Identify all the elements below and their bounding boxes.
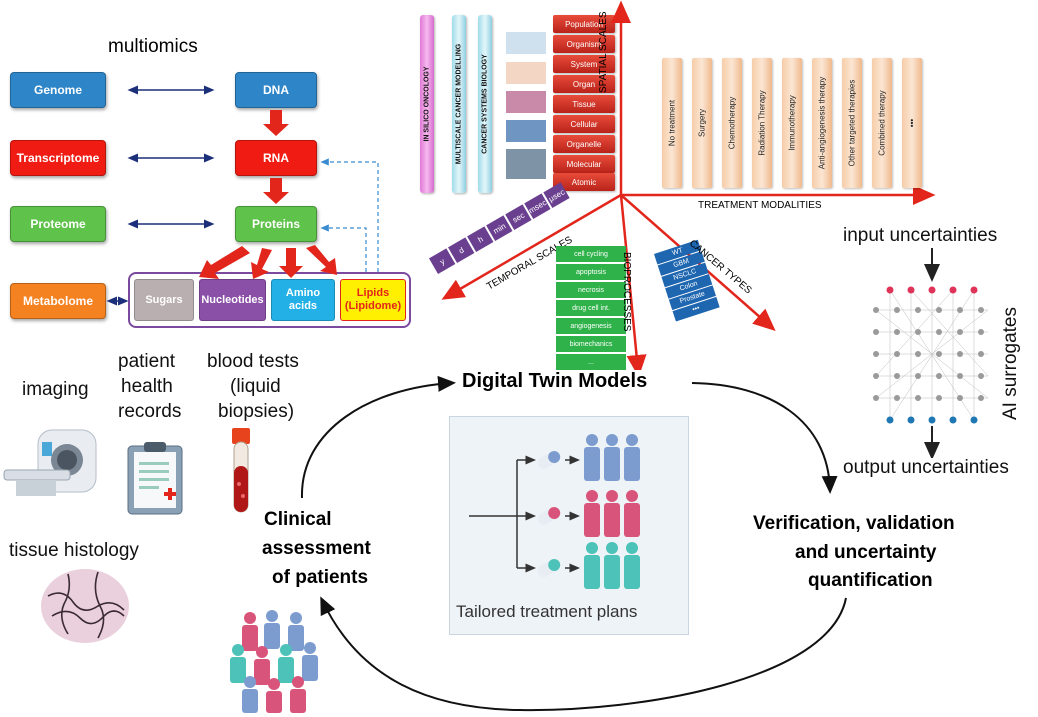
sugars-box: Sugars bbox=[134, 279, 194, 321]
chromosome-thumb bbox=[506, 149, 546, 179]
proteome-box: Proteome bbox=[10, 206, 106, 242]
metabolome-box: Metabolome bbox=[10, 283, 106, 319]
tailored-plans-label: Tailored treatment plans bbox=[456, 602, 638, 621]
bio-6: ... bbox=[556, 354, 626, 370]
cell-thumb bbox=[506, 120, 546, 142]
mri-scanner-icon bbox=[3, 429, 97, 496]
treatment-3: Radiation Therapy bbox=[752, 58, 772, 188]
tissue-thumb bbox=[506, 91, 546, 113]
scale-tissue: Tissue bbox=[553, 95, 615, 113]
patient-line1: patient bbox=[118, 351, 176, 372]
bio-3: drug cell int. bbox=[556, 300, 626, 316]
clinical-line1: Clinical bbox=[264, 509, 332, 530]
output-uncertainties-label: output uncertainties bbox=[843, 457, 1009, 478]
ai-surrogates-label: AI surrogates bbox=[1000, 307, 1021, 420]
histology-icon bbox=[41, 569, 129, 643]
proteins-box: Proteins bbox=[235, 206, 317, 242]
patients-crowd-icon bbox=[230, 610, 318, 713]
blood-line2: (liquid bbox=[230, 376, 281, 397]
bio-0: cell cycling bbox=[556, 246, 626, 262]
scale-atomic: Atomic bbox=[553, 173, 615, 191]
treatment-2: Chemotherapy bbox=[722, 58, 742, 188]
treatment-modalities-label: TREATMENT MODALITIES bbox=[698, 200, 822, 211]
scale-population: Population bbox=[553, 15, 615, 33]
clinical-line3: of patients bbox=[272, 567, 369, 588]
scale-organelle: Organelle bbox=[553, 135, 615, 153]
organ-thumb bbox=[506, 62, 546, 84]
population-thumb bbox=[506, 32, 546, 54]
dna-box: DNA bbox=[235, 72, 317, 108]
blood-line1: blood tests bbox=[207, 351, 299, 372]
blood-line3: biopsies) bbox=[218, 401, 295, 422]
treatment-6: Other targeted therapies bbox=[842, 58, 862, 188]
metabolites-container bbox=[128, 272, 411, 328]
input-uncertainties-label: input uncertainties bbox=[843, 225, 998, 246]
digital-twin-title: Digital Twin Models bbox=[462, 370, 648, 392]
scale-system: System bbox=[553, 55, 615, 73]
treatment-5: Anti-angiogenesis therapy bbox=[812, 58, 832, 188]
scale-molecular: Molecular bbox=[553, 155, 615, 173]
amino-acids-box: Amino acids bbox=[271, 279, 335, 321]
treatment-1: Surgery bbox=[692, 58, 712, 188]
lipids-box: Lipids (Lipidome) bbox=[340, 279, 406, 321]
treatment-7: Combined therapy bbox=[872, 58, 892, 188]
vvuq-line3: quantification bbox=[808, 570, 933, 591]
bioprocesses-stack: cell cycling apoptosis necrosis drug cel… bbox=[556, 246, 626, 372]
patient-line2: health bbox=[121, 376, 173, 397]
neural-network-icon bbox=[873, 248, 989, 458]
transcriptome-box: Transcriptome bbox=[10, 140, 106, 176]
tailored-plans-diagram bbox=[469, 434, 640, 589]
clinical-line2: assessment bbox=[262, 538, 371, 559]
rna-box: RNA bbox=[235, 140, 317, 176]
genome-box: Genome bbox=[10, 72, 106, 108]
blood-tube-icon bbox=[232, 428, 250, 513]
clipboard-icon bbox=[127, 442, 183, 515]
scale-organism: Organism bbox=[553, 35, 615, 53]
bio-1: apoptosis bbox=[556, 264, 626, 280]
vvuq-line1: Verification, validation bbox=[753, 513, 955, 534]
bio-4: angiogenesis bbox=[556, 318, 626, 334]
pillar-systems-biology: CANCER SYSTEMS BIOLOGY bbox=[478, 15, 492, 193]
bio-5: biomechanics bbox=[556, 336, 626, 352]
tailored-plans-panel bbox=[449, 416, 689, 635]
multiomics-title: multiomics bbox=[108, 36, 198, 57]
scale-cellular: Cellular bbox=[553, 115, 615, 133]
pillar-in-silico: IN SILICO ONCOLOGY bbox=[420, 15, 434, 193]
treatment-8: ••• bbox=[902, 58, 922, 188]
scale-organ: Organ bbox=[553, 75, 615, 93]
pillar-multiscale: MULTISCALE CANCER MODELLING bbox=[452, 15, 466, 193]
tissue-histology-label: tissue histology bbox=[9, 540, 139, 561]
multiomics-arrows bbox=[106, 85, 379, 306]
vvuq-line2: and uncertainty bbox=[795, 542, 937, 563]
patient-line3: records bbox=[118, 401, 182, 422]
treatment-0: No treatment bbox=[662, 58, 682, 188]
nucleotides-box: Nucleotides bbox=[199, 279, 266, 321]
imaging-label: imaging bbox=[22, 379, 89, 400]
treatment-4: Immunotherapy bbox=[782, 58, 802, 188]
bio-2: necrosis bbox=[556, 282, 626, 298]
